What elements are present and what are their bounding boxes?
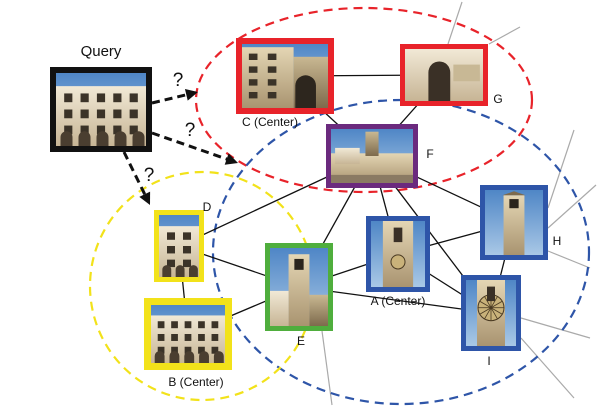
cluster-red-ellipse <box>194 6 534 194</box>
node-g-image: G <box>400 44 503 106</box>
outgoing-edge-stub <box>321 330 333 406</box>
node-a-label: A (Center) <box>371 294 426 308</box>
node-d-label: D <box>203 200 212 214</box>
node-c-label: C (Center) <box>242 115 298 129</box>
query-image <box>50 67 152 152</box>
question-mark: ? <box>144 165 155 186</box>
outgoing-edge-stub <box>547 129 575 209</box>
outgoing-edge-stub <box>447 1 463 45</box>
node-e-label: E <box>297 334 305 348</box>
node-i-image: I <box>461 275 521 368</box>
query-title: Query <box>81 43 122 60</box>
outgoing-edge-stub <box>520 317 591 339</box>
node-i-label: I <box>487 354 490 368</box>
node-e-image: E <box>265 243 333 348</box>
query-link-arrow <box>151 92 190 105</box>
node-f-label: F <box>426 147 433 161</box>
node-d-image: D <box>154 200 212 282</box>
outgoing-edge-stub <box>488 26 521 45</box>
node-a-image: A (Center) <box>366 216 430 308</box>
node-h-label: H <box>553 234 562 248</box>
node-h-image: H <box>480 185 561 260</box>
outgoing-edge-stub <box>547 184 597 229</box>
node-b-label: B (Center) <box>168 375 223 389</box>
node-c-image: C (Center) <box>236 38 334 129</box>
arrowhead <box>224 153 238 165</box>
query-link-arrow <box>122 151 148 198</box>
arrowhead <box>184 88 198 101</box>
outgoing-edge-stub <box>547 250 591 269</box>
node-b-image: B (Center) <box>144 298 232 389</box>
node-f-image: F <box>326 124 434 188</box>
query-link-arrow <box>151 131 230 162</box>
node-g-label: G <box>493 92 502 106</box>
arrowhead <box>139 191 151 205</box>
question-mark: ? <box>185 120 196 141</box>
question-mark: ? <box>173 70 184 91</box>
outgoing-edge-stub <box>520 337 575 399</box>
